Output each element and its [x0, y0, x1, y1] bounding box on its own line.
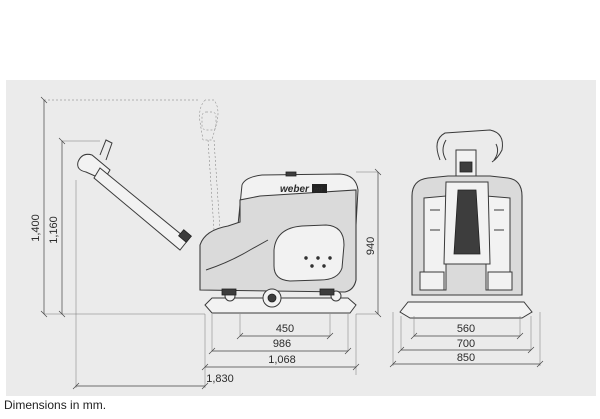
side-dimension-labels: 1,400 1,160 940 450 986 1,068 1,830	[30, 214, 377, 385]
dim-986-label: 986	[273, 338, 291, 350]
dim-1830-label: 1,830	[206, 373, 234, 385]
dim-700-label: 700	[457, 338, 475, 350]
dim-940-label: 940	[365, 237, 377, 255]
front-dimension-labels: 560 700 850	[457, 323, 475, 364]
front-handle-bar	[436, 129, 503, 163]
dim-1068-label: 1,068	[268, 354, 296, 366]
handle-upright-outline	[199, 99, 221, 231]
handle-tilted	[77, 139, 192, 251]
svg-text:mt: mt	[314, 187, 323, 194]
front-view	[399, 129, 533, 319]
side-view	[77, 99, 359, 314]
dim-560-label: 560	[457, 323, 475, 335]
dim-1160-label: 1,160	[48, 216, 60, 244]
brand-logo: weber mt	[280, 184, 327, 195]
dim-850-label: 850	[457, 352, 475, 364]
front-base-plate	[399, 301, 533, 319]
side-dimensions	[40, 96, 382, 390]
side-cover	[273, 224, 345, 282]
front-dimensions	[389, 312, 544, 368]
base-plate	[204, 297, 357, 314]
dim-1400-label: 1,400	[30, 214, 42, 242]
svg-text:weber: weber	[280, 184, 310, 195]
dim-450-label: 450	[276, 323, 294, 335]
dimensions-caption: Dimensions in mm.	[4, 398, 107, 412]
